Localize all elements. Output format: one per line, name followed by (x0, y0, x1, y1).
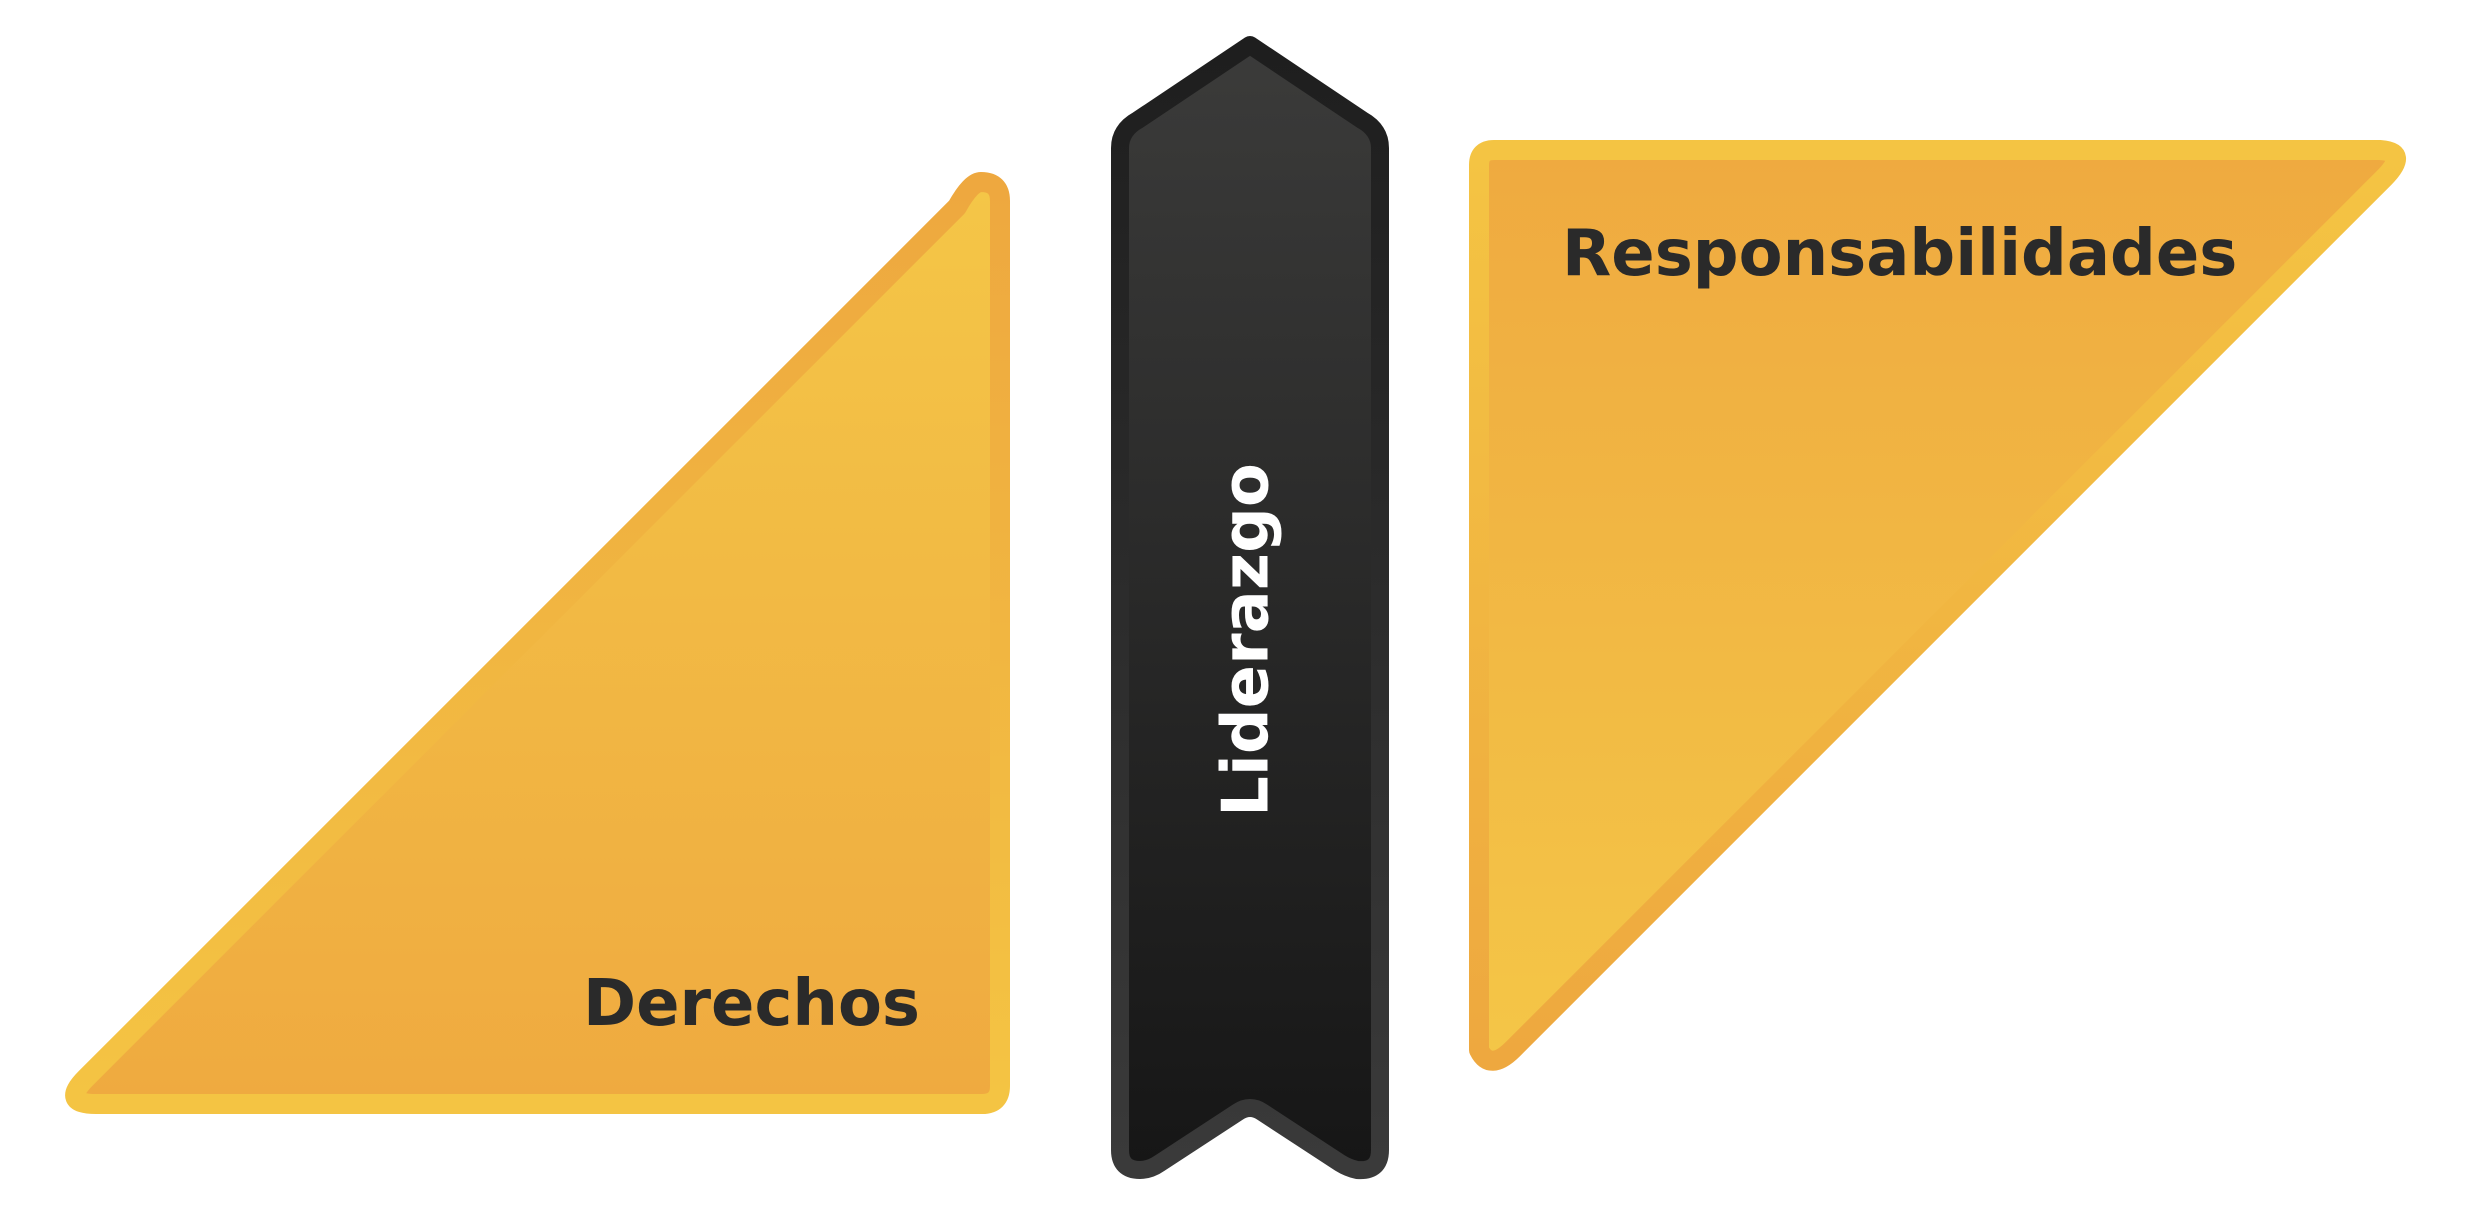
right-triangle-group: Responsabilidades (1469, 140, 2406, 1071)
center-ribbon-group: Liderazgo (1111, 36, 1389, 1180)
left-triangle-shape (65, 172, 1010, 1114)
center-ribbon-label: Liderazgo (1210, 463, 1284, 817)
right-triangle-label: Responsabilidades (1562, 217, 2237, 291)
right-triangle-shape (1469, 140, 2406, 1071)
left-triangle-label: Derechos (583, 967, 920, 1041)
left-triangle-group: Derechos (65, 172, 1010, 1114)
center-ribbon-shape (1111, 36, 1389, 1180)
